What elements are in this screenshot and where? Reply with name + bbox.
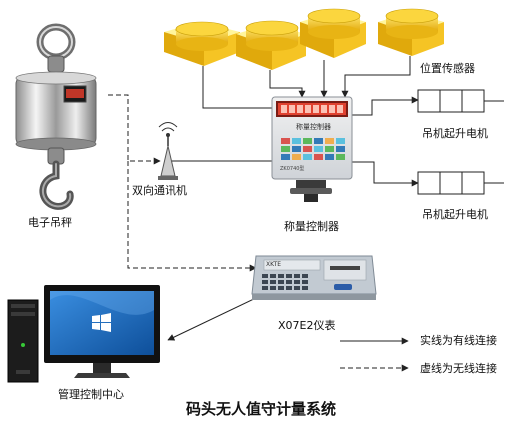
wired-connections xyxy=(167,56,419,345)
label-position-sensor: 位置传感器 xyxy=(420,62,475,75)
line-controller-motor2 xyxy=(352,161,419,187)
line-sensor2-controller xyxy=(269,70,306,98)
label-hoist-motor-2: 吊机起升电机 xyxy=(422,208,488,221)
line-scale-transceiver xyxy=(108,94,161,165)
line-controller-motor1 xyxy=(352,96,419,116)
position-sensor-4 xyxy=(378,8,444,56)
legend-dashed-text: 虚线为无线连接 xyxy=(420,362,497,375)
position-sensor-1 xyxy=(164,21,240,66)
label-hoist-motor-1: 吊机起升电机 xyxy=(422,127,488,140)
transceiver-device xyxy=(158,122,178,180)
label-management-center: 管理控制中心 xyxy=(58,388,124,401)
line-instrument-pc xyxy=(167,296,259,341)
instrument-printer-slot xyxy=(330,266,360,270)
position-sensor-3 xyxy=(300,8,366,58)
legend-solid-text: 实线为有线连接 xyxy=(420,334,497,347)
position-sensor-2 xyxy=(236,20,306,70)
instrument-brand: XKTE xyxy=(266,261,282,268)
instrument-keypad xyxy=(262,274,308,290)
label-weighing-controller: 称量控制器 xyxy=(284,220,339,233)
line-sensor4-controller xyxy=(341,56,411,98)
controller-display xyxy=(278,103,346,115)
wireless-connections xyxy=(108,94,409,372)
label-transceiver: 双向通讯机 xyxy=(132,184,187,197)
diagram-title: 码头无人值守计量系统 xyxy=(186,400,337,418)
controller-panel-name: 称量控制器 xyxy=(296,123,331,131)
windows-logo-icon xyxy=(92,313,111,332)
label-x07e2-instrument: X07E2仪表 xyxy=(278,319,336,332)
weighing-controller-device xyxy=(271,96,353,202)
label-crane-scale: 电子吊秤 xyxy=(28,216,72,229)
x07e2-instrument-device xyxy=(251,255,377,300)
hoist-motor-2-symbol xyxy=(417,171,504,195)
controller-keypad xyxy=(281,138,345,160)
hoist-motor-1-symbol xyxy=(417,89,504,113)
crane-scale-device xyxy=(15,23,97,210)
line-transceiver-instrument xyxy=(127,161,257,272)
management-center-pc xyxy=(7,285,160,383)
line-sensor1-controller xyxy=(202,66,272,109)
controller-panel-model: ZK0740型 xyxy=(280,166,305,172)
